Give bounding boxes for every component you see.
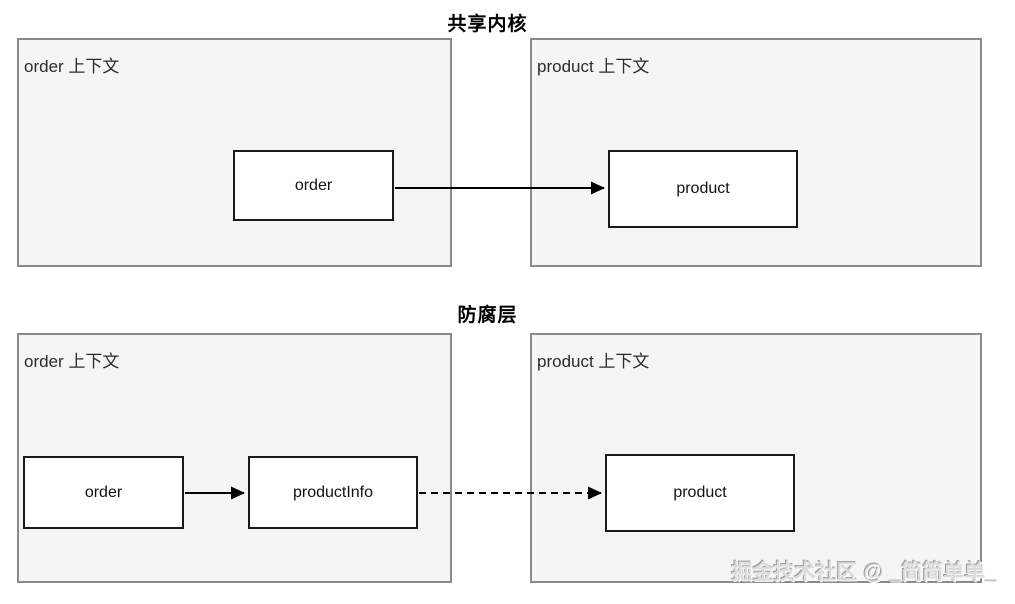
watermark-text: 掘金技术社区 @ _简简单单_ (731, 561, 997, 584)
context-label-order: order 上下文 (24, 352, 120, 371)
context-label-product: product 上下文 (537, 57, 650, 76)
section-title-anti-corruption: 防腐层 (457, 305, 518, 326)
shared-kernel-order-node: order (233, 150, 394, 221)
context-label-order: order 上下文 (24, 57, 120, 76)
context-label-product: product 上下文 (537, 352, 650, 371)
acl-order-node: order (23, 456, 184, 529)
acl-product-info-node: productInfo (248, 456, 418, 529)
shared-kernel-product-context: product 上下文 (530, 38, 982, 267)
section-title-shared-kernel: 共享内核 (447, 14, 528, 35)
acl-product-node: product (605, 454, 795, 532)
shared-kernel-product-node: product (608, 150, 798, 228)
